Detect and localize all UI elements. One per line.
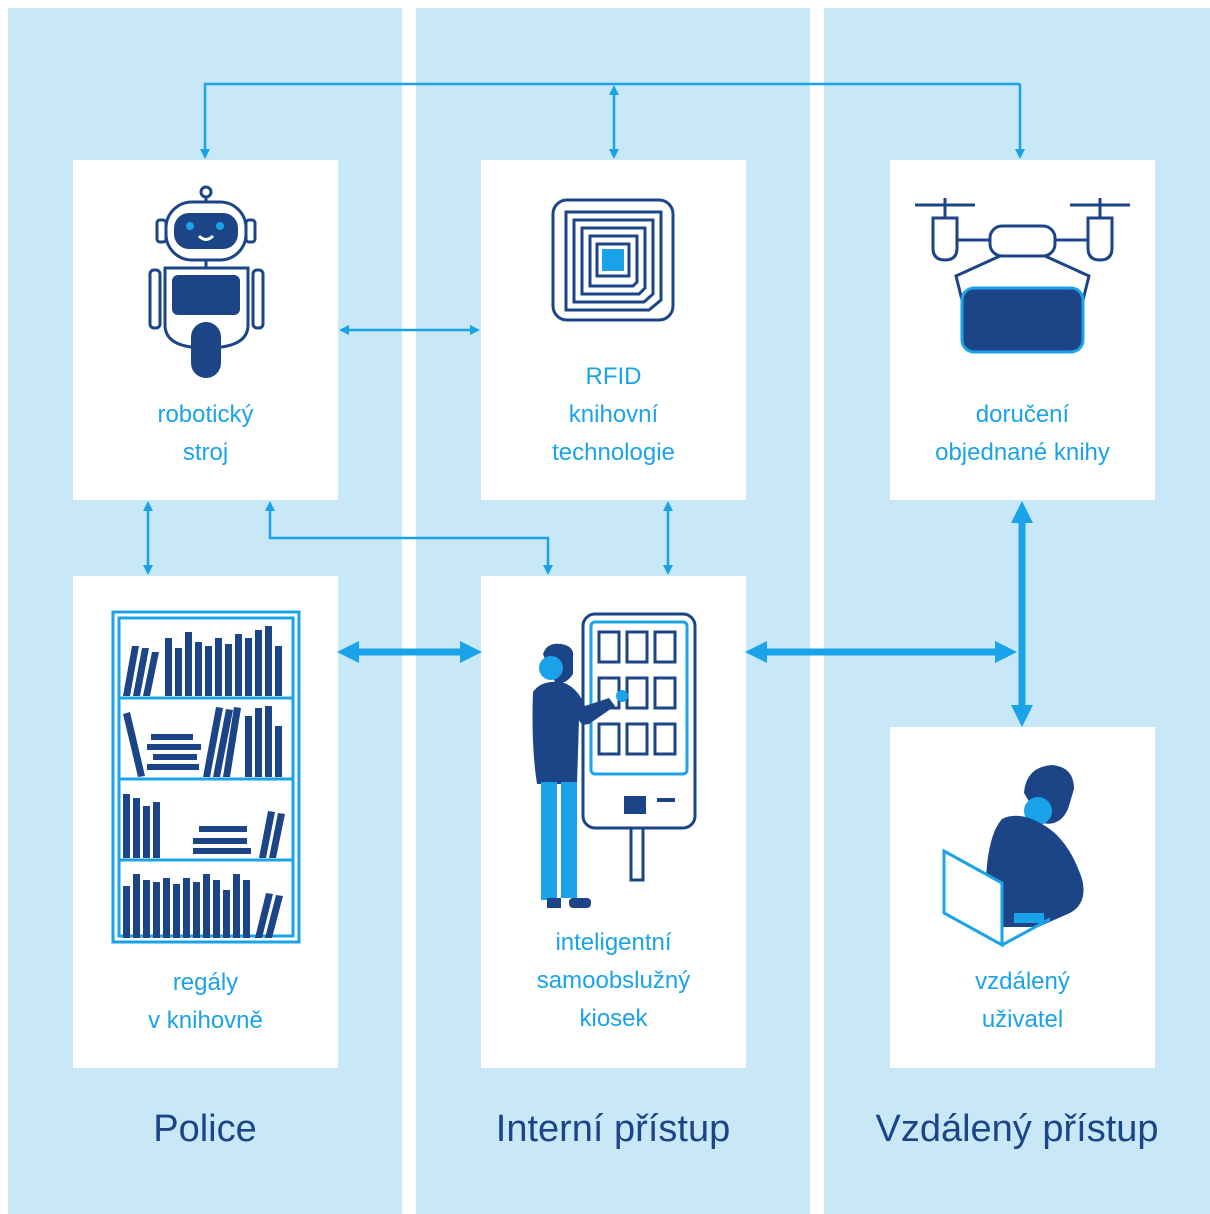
column-title-internal-access: Interní přístup	[495, 1108, 731, 1150]
arrow-robot-kiosk	[265, 501, 553, 575]
bookshelf-icon	[111, 610, 301, 944]
drone-icon	[915, 198, 1130, 354]
rfid-tag-icon	[551, 198, 675, 322]
arrow-top-to-robot	[200, 82, 1020, 159]
robot-icon	[148, 185, 265, 378]
kiosk-icon	[532, 612, 697, 908]
column-title-remote-access: Vzdálený přístup	[875, 1108, 1159, 1150]
column-title-police: Police	[153, 1108, 257, 1150]
remote-user-icon	[942, 765, 1084, 948]
